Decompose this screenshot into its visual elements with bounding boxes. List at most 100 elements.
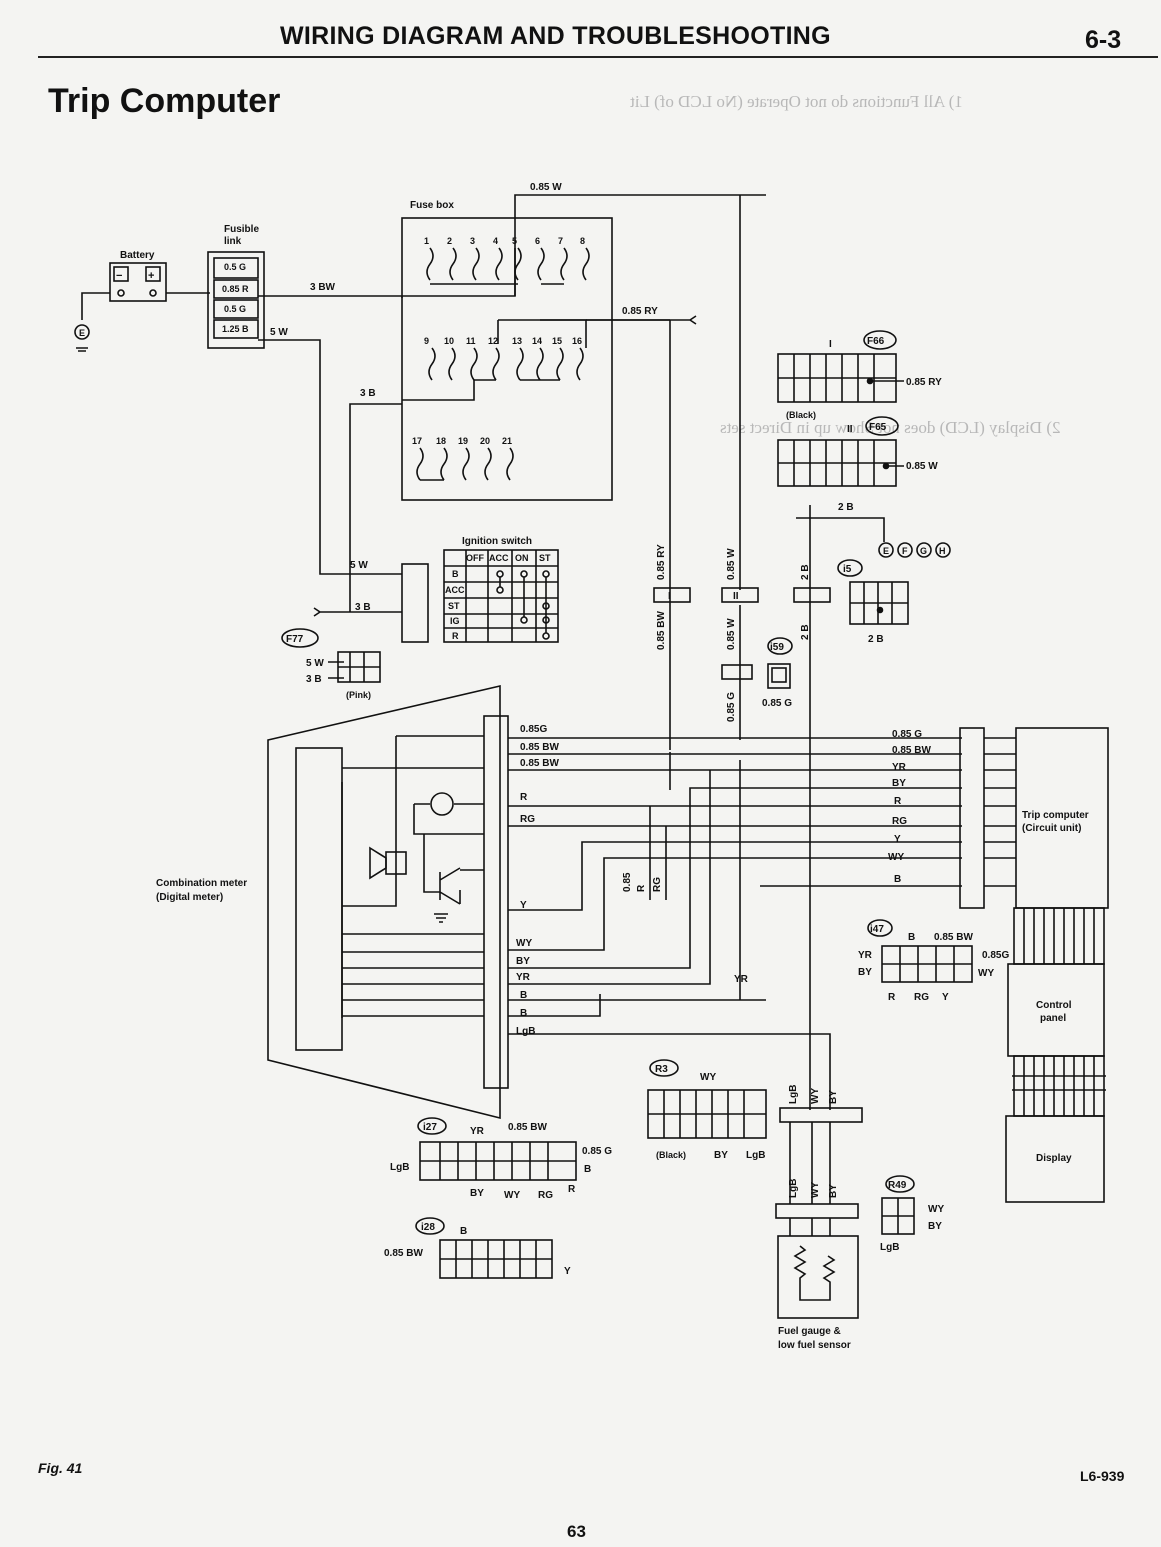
meter-wire-12: LgB (516, 1026, 535, 1037)
i27-wire-wy: WY (504, 1190, 520, 1201)
meter-wire-11: B (520, 1008, 527, 1019)
page-section-number: 6-3 (1085, 26, 1122, 54)
connector-i28: i28 B 0.85 BW Y (384, 1217, 571, 1279)
fuse-num: 10 (444, 336, 454, 346)
connector-i59-id: i59 (770, 642, 784, 653)
meter-wire-4: R (520, 792, 528, 803)
trip-wire-8: WY (888, 852, 904, 863)
meter-wire-1: 0.85G (520, 724, 547, 735)
ground-id-h: H (939, 546, 946, 556)
page-title: WIRING DIAGRAM AND TROUBLESHOOTING (280, 22, 831, 50)
mid-label-rg: RG (652, 877, 663, 892)
ign-row-r: R (452, 631, 459, 641)
i47-wire-y: Y (942, 992, 949, 1003)
ign-row-st: ST (448, 601, 460, 611)
fuse-num: 1 (424, 236, 429, 246)
r3-wire-lgb: LgB (746, 1150, 765, 1161)
i47-wire-rg: RG (914, 992, 929, 1003)
fuse-num: 12 (488, 336, 498, 346)
connector-i59: i59 0.85 G (762, 637, 793, 709)
connector-i28-id: i28 (421, 1222, 435, 1233)
harness-lgb-lower: LgB (788, 1179, 799, 1198)
col-label-085ry: 0.85 RY (656, 544, 667, 580)
f65-roman: II (847, 424, 853, 435)
fuse-box: Fuse box 1 2 3 4 5 6 7 8 9 10 11 12 13 1… (401, 200, 613, 501)
harness-by-lower: BY (828, 1184, 839, 1198)
connector-f77-id: F77 (286, 634, 304, 645)
trip-wire-9: B (894, 874, 901, 885)
f77-color: (Pink) (346, 690, 371, 700)
wire-label-2b-top: 2 B (838, 502, 854, 513)
wire-label-top-w: 0.85 W (530, 182, 562, 193)
i27-wire-bw: 0.85 BW (508, 1122, 547, 1133)
i47-wire-yr: YR (858, 950, 873, 961)
i27-wire-g: 0.85 G (582, 1146, 612, 1157)
ign-col-off: OFF (466, 553, 484, 563)
r49-wire-lgb: LgB (880, 1242, 899, 1253)
fuse-num: 5 (512, 236, 517, 246)
fuse-num: 11 (466, 336, 476, 346)
svg-text:+: + (148, 270, 154, 282)
trip-wire-3: YR (892, 762, 907, 773)
inline-connector-w (721, 664, 753, 680)
connector-r49-id: R49 (888, 1180, 907, 1191)
i27-wire-r: R (568, 1184, 576, 1195)
fusible-link-label-2: link (224, 236, 242, 247)
trip-connector-block (959, 727, 985, 909)
harness-by-upper: BY (828, 1090, 839, 1104)
display-unit: Display (1005, 1115, 1105, 1203)
inline-connector-ii (721, 587, 759, 603)
mid-label-085: 0.85 (622, 872, 633, 892)
f66-color: (Black) (786, 410, 816, 420)
combination-meter-label-1: Combination meter (156, 878, 247, 889)
inline-connector-2b (793, 587, 831, 603)
fuse-num: 17 (412, 436, 422, 446)
svg-text:−: − (116, 270, 122, 282)
fuse-row-2: 9 10 11 12 13 14 15 16 (424, 336, 584, 381)
i5-wire: 2 B (868, 634, 884, 645)
i27-wire-rg: RG (538, 1190, 553, 1201)
fuel-gauge-label-2: low fuel sensor (778, 1340, 851, 1351)
inline-connector-i (653, 587, 691, 603)
display-label: Display (1036, 1153, 1072, 1164)
meter-wire-10: B (520, 990, 527, 1001)
col-label-085g: 0.85 G (726, 692, 737, 722)
fuse-num: 4 (493, 236, 498, 246)
fuse-num: 18 (436, 436, 446, 446)
r49-wire-by: BY (928, 1221, 942, 1232)
ground-label: E (79, 328, 85, 338)
connector-r3: R3 WY BY LgB (Black) (647, 1059, 767, 1161)
harness-connector-lower (775, 1203, 859, 1219)
trip-computer-label-1: Trip computer (1022, 810, 1089, 821)
i27-wire-yr: YR (470, 1126, 485, 1137)
roman-ii: II (733, 591, 739, 602)
control-panel-label-1: Control (1036, 1000, 1072, 1011)
fuse-num: 20 (480, 436, 490, 446)
i47-wire-bw: 0.85 BW (934, 932, 973, 943)
ign-row-ig: IG (450, 616, 460, 626)
wire-label-085ry: 0.85 RY (622, 306, 658, 317)
header-rule (38, 56, 1158, 58)
ribbon-cable-2 (1012, 1055, 1106, 1117)
ign-col-on: ON (515, 553, 529, 563)
r3-color: (Black) (656, 1150, 686, 1160)
control-panel: Control panel (1007, 963, 1105, 1057)
fuse-row-1: 1 2 3 4 5 6 7 8 (424, 236, 590, 285)
trip-wire-4: BY (892, 778, 906, 789)
harness-wy-lower: WY (810, 1182, 821, 1198)
combination-meter-label-2: (Digital meter) (156, 892, 223, 903)
ground-id-e: E (883, 546, 889, 556)
ground-id-g: G (920, 546, 927, 556)
trip-computer-label-2: (Circuit unit) (1022, 823, 1081, 834)
connector-f66: F66 I 0.85 RY (Black) (777, 330, 942, 420)
col-label-085bw: 0.85 BW (656, 611, 667, 650)
fuse-row-3: 17 18 19 20 21 (412, 436, 514, 481)
ignition-switch-label: Ignition switch (462, 536, 532, 547)
f65-wire: 0.85 W (906, 461, 938, 472)
diagram-reference: L6-939 (1080, 1468, 1125, 1484)
i59-wire: 0.85 G (762, 698, 792, 709)
fuse-num: 7 (558, 236, 563, 246)
r3-wire-wy: WY (700, 1072, 716, 1083)
fuel-gauge-sensor: Fuel gauge & low fuel sensor (777, 1235, 859, 1351)
meter-wire-6: Y (520, 900, 527, 911)
